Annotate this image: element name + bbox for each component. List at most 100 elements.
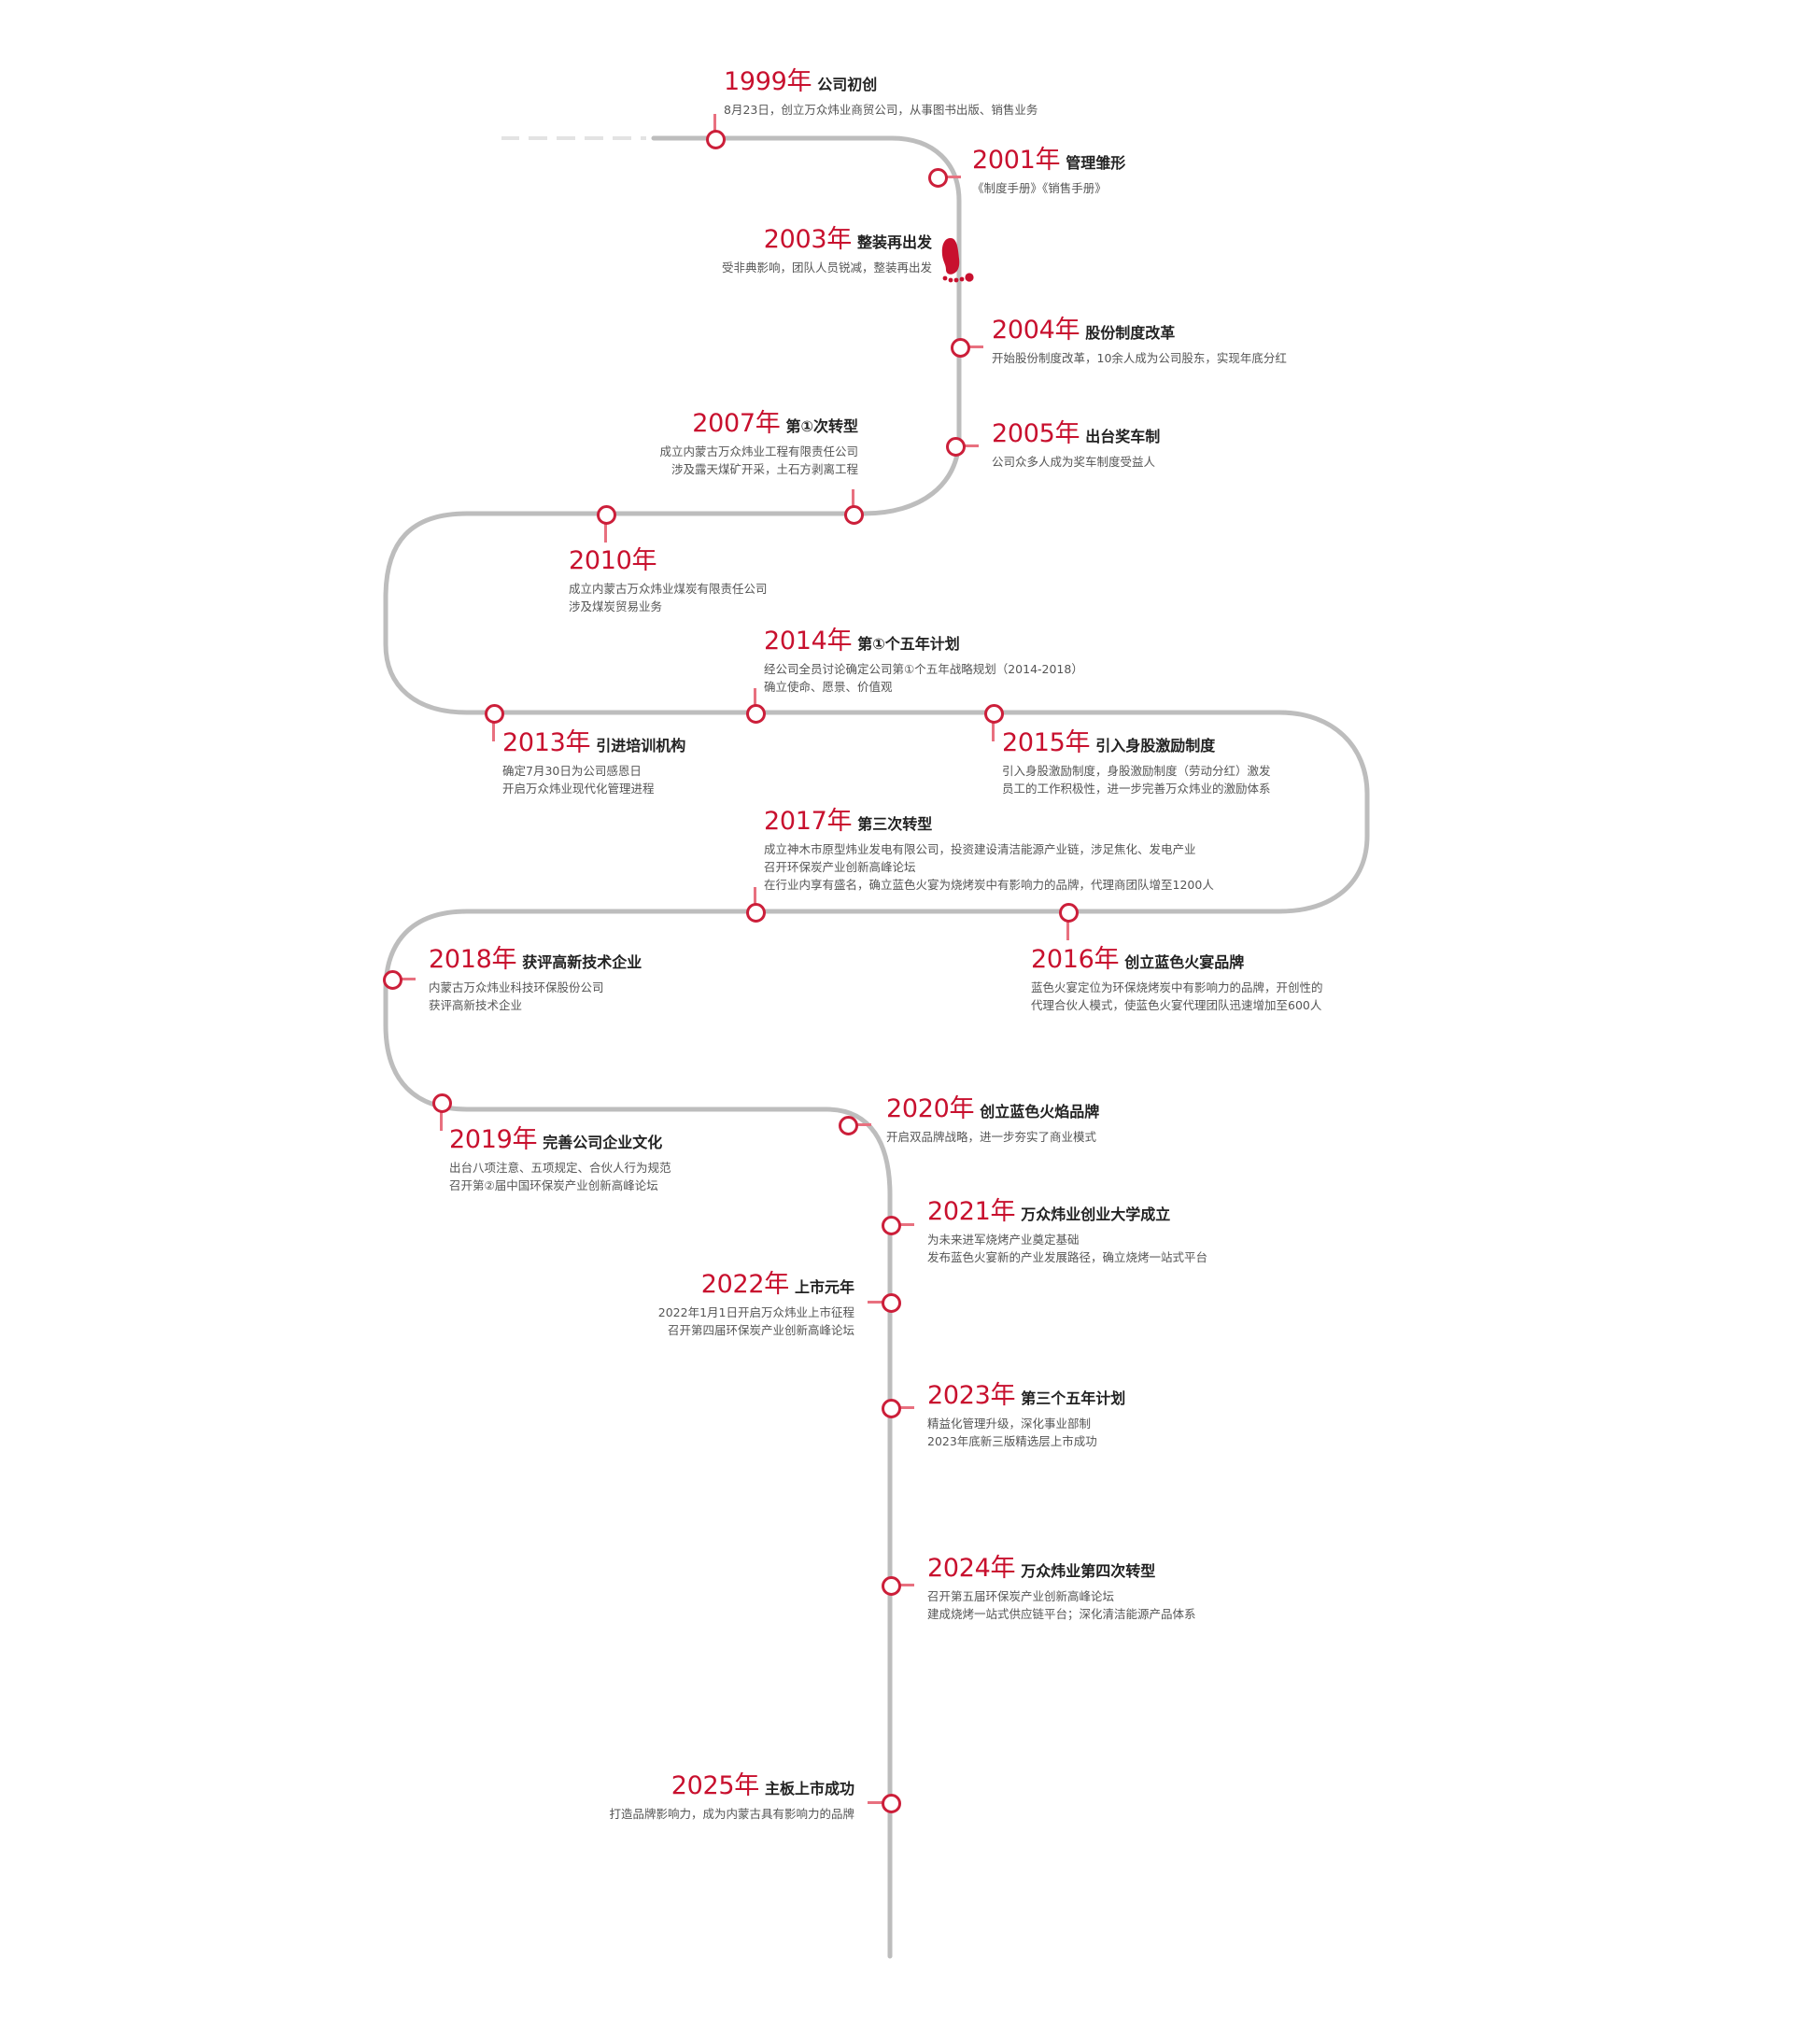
milestone-heading: 2023年第三个五年计划 bbox=[927, 1380, 1125, 1415]
milestone-description: 建成烧烤一站式供应链平台；深化清洁能源产品体系 bbox=[927, 1607, 1196, 1621]
milestone-node[interactable] bbox=[746, 903, 766, 923]
milestone-node[interactable] bbox=[746, 704, 766, 724]
milestone-node[interactable] bbox=[882, 1576, 901, 1596]
milestone-description: 开启双品牌战略，进一步夯实了商业模式 bbox=[886, 1130, 1097, 1144]
milestone-title: 出台奖车制 bbox=[1085, 428, 1161, 445]
milestone-description: 开始股份制度改革，10余人成为公司股东，实现年底分红 bbox=[992, 351, 1287, 365]
milestone-entry: 2020年创立蓝色火焰品牌开启双品牌战略，进一步夯实了商业模式 bbox=[886, 1093, 1099, 1146]
milestone-node[interactable] bbox=[882, 1794, 901, 1813]
milestone-year: 2017年 bbox=[764, 807, 853, 836]
milestone-heading: 2005年出台奖车制 bbox=[992, 418, 1160, 453]
milestone-entry: 2017年第三次转型成立神木市原型炜业发电有限公司，投资建设清洁能源产业链，涉足… bbox=[764, 806, 1214, 894]
milestone-year: 2020年 bbox=[886, 1094, 975, 1123]
milestone-node[interactable] bbox=[485, 704, 504, 724]
milestone-entry: 2003年整装再出发受非典影响，团队人员锐减，整装再出发 bbox=[722, 224, 932, 276]
milestone-entry: 2025年主板上市成功打造品牌影响力，成为内蒙古具有影响力的品牌 bbox=[609, 1770, 854, 1823]
milestone-description: 打造品牌影响力，成为内蒙古具有影响力的品牌 bbox=[609, 1807, 854, 1821]
connector-tick bbox=[713, 114, 716, 133]
milestone-year: 2025年 bbox=[671, 1771, 760, 1800]
milestone-description: 蓝色火宴定位为环保烧烤炭中有影响力的品牌，开创性的 bbox=[1031, 980, 1323, 994]
milestone-description: 确定7月30日为公司感恩日 bbox=[502, 764, 642, 778]
milestone-entry: 2013年引进培训机构确定7月30日为公司感恩日开启万众炜业现代化管理进程 bbox=[502, 727, 685, 797]
connector-tick bbox=[868, 1300, 886, 1304]
milestone-title: 整装再出发 bbox=[856, 233, 932, 251]
milestone-title: 完善公司企业文化 bbox=[543, 1134, 663, 1151]
milestone-heading: 2019年完善公司企业文化 bbox=[449, 1124, 671, 1159]
connector-tick bbox=[397, 977, 416, 980]
milestone-node[interactable] bbox=[946, 437, 966, 457]
milestone-year: 2003年 bbox=[763, 225, 853, 254]
milestone-description: 代理合伙人模式，使蓝色火宴代理团队迅速增加至600人 bbox=[1031, 998, 1322, 1012]
milestone-entry: 2010年成立内蒙古万众炜业煤炭有限责任公司涉及煤炭贸易业务 bbox=[569, 545, 768, 615]
milestone-heading: 2024年万众炜业第四次转型 bbox=[927, 1553, 1196, 1587]
milestone-title: 创立蓝色火焰品牌 bbox=[980, 1103, 1100, 1121]
milestone-description: 2022年1月1日开启万众炜业上市征程 bbox=[657, 1305, 854, 1319]
milestone-entry: 2019年完善公司企业文化出台八项注意、五项规定、合伙人行为规范召开第②届中国环… bbox=[449, 1124, 671, 1194]
milestone-node[interactable] bbox=[882, 1293, 901, 1313]
milestone-year: 2014年 bbox=[764, 627, 853, 655]
milestone-description: 经公司全员讨论确定公司第①个五年战略规划（2014-2018） bbox=[764, 662, 1083, 676]
milestone-description: 在行业内享有盛名，确立蓝色火宴为烧烤炭中有影响力的品牌，代理商团队增至1200人 bbox=[764, 878, 1214, 892]
milestone-heading: 1999年公司初创 bbox=[724, 66, 1038, 101]
milestone-node[interactable] bbox=[839, 1116, 858, 1135]
connector-tick bbox=[851, 489, 854, 508]
milestone-title: 万众炜业创业大学成立 bbox=[1021, 1205, 1171, 1223]
milestone-node[interactable] bbox=[383, 970, 402, 990]
milestone-description: 8月23日，创立万众炜业商贸公司，从事图书出版、销售业务 bbox=[724, 103, 1038, 117]
milestone-title: 万众炜业第四次转型 bbox=[1021, 1562, 1156, 1580]
milestone-description: 引入身股激励制度，身股激励制度（劳动分红）激发 bbox=[1002, 764, 1271, 778]
milestone-year: 1999年 bbox=[724, 67, 812, 96]
milestone-node[interactable] bbox=[597, 505, 616, 525]
milestone-title: 股份制度改革 bbox=[1085, 324, 1176, 342]
milestone-description: 开启万众炜业现代化管理进程 bbox=[502, 782, 655, 796]
milestone-heading: 2014年第①个五年计划 bbox=[764, 626, 1083, 660]
connector-tick bbox=[603, 524, 607, 543]
milestone-description: 涉及露天煤矿开采，土石方剥离工程 bbox=[671, 462, 858, 476]
connector-tick bbox=[753, 887, 756, 906]
milestone-description: 公司众多人成为奖车制度受益人 bbox=[992, 455, 1156, 469]
milestone-node[interactable] bbox=[432, 1093, 452, 1113]
milestone-title: 引进培训机构 bbox=[596, 737, 686, 754]
milestone-title: 管理雏形 bbox=[1066, 154, 1126, 172]
milestone-node[interactable] bbox=[882, 1399, 901, 1418]
milestone-description: 发布蓝色火宴新的产业发展路径，确立烧烤一站式平台 bbox=[927, 1250, 1208, 1264]
milestone-description: 确立使命、愿景、价值观 bbox=[764, 680, 893, 694]
milestone-node[interactable] bbox=[844, 505, 864, 525]
milestone-entry: 1999年公司初创 8月23日，创立万众炜业商贸公司，从事图书出版、销售业务 bbox=[724, 66, 1038, 119]
milestone-heading: 2017年第三次转型 bbox=[764, 806, 1214, 840]
milestone-entry: 2004年股份制度改革开始股份制度改革，10余人成为公司股东，实现年底分红 bbox=[992, 315, 1287, 367]
milestone-description: 成立神木市原型炜业发电有限公司，投资建设清洁能源产业链，涉足焦化、发电产业 bbox=[764, 842, 1196, 856]
milestone-description: 召开环保炭产业创新高峰论坛 bbox=[764, 860, 916, 874]
milestone-node[interactable] bbox=[984, 704, 1004, 724]
milestone-heading: 2016年创立蓝色火宴品牌 bbox=[1031, 944, 1323, 979]
milestone-description: 出台八项注意、五项规定、合伙人行为规范 bbox=[449, 1161, 671, 1175]
milestone-description: 涉及煤炭贸易业务 bbox=[569, 599, 663, 613]
milestone-description: 2023年底新三版精选层上市成功 bbox=[927, 1434, 1097, 1448]
milestone-description: 《制度手册》《销售手册》 bbox=[972, 181, 1107, 195]
milestone-entry: 2005年出台奖车制公司众多人成为奖车制度受益人 bbox=[992, 418, 1160, 471]
milestone-year: 2001年 bbox=[972, 146, 1061, 175]
milestone-title: 第三个五年计划 bbox=[1021, 1389, 1126, 1407]
connector-tick bbox=[942, 175, 961, 178]
connector-tick bbox=[965, 345, 983, 348]
connector-tick bbox=[991, 723, 995, 741]
milestone-description: 召开第五届环保炭产业创新高峰论坛 bbox=[927, 1589, 1115, 1603]
connector-tick bbox=[753, 688, 756, 707]
milestone-entry: 2007年第①次转型成立内蒙古万众炜业工程有限责任公司涉及露天煤矿开采，土石方剥… bbox=[659, 408, 858, 478]
milestone-entry: 2016年创立蓝色火宴品牌蓝色火宴定位为环保烧烤炭中有影响力的品牌，开创性的代理… bbox=[1031, 944, 1323, 1014]
milestone-node[interactable] bbox=[1059, 903, 1079, 923]
milestone-node[interactable] bbox=[706, 130, 726, 149]
connector-tick bbox=[868, 1800, 886, 1804]
milestone-heading: 2007年第①次转型 bbox=[659, 408, 858, 443]
milestone-year: 2005年 bbox=[992, 419, 1080, 448]
milestone-entry: 2015年引入身股激励制度引入身股激励制度，身股激励制度（劳动分红）激发员工的工… bbox=[1002, 727, 1271, 797]
milestone-node[interactable] bbox=[951, 338, 970, 358]
milestone-heading: 2020年创立蓝色火焰品牌 bbox=[886, 1093, 1099, 1128]
milestone-node[interactable] bbox=[882, 1216, 901, 1235]
milestone-entry: 2024年万众炜业第四次转型召开第五届环保炭产业创新高峰论坛建成烧烤一站式供应链… bbox=[927, 1553, 1196, 1623]
milestone-description: 员工的工作积极性，进一步完善万众炜业的激励体系 bbox=[1002, 782, 1271, 796]
milestone-description: 精益化管理升级，深化事业部制 bbox=[927, 1417, 1092, 1431]
milestone-node[interactable] bbox=[928, 168, 948, 188]
